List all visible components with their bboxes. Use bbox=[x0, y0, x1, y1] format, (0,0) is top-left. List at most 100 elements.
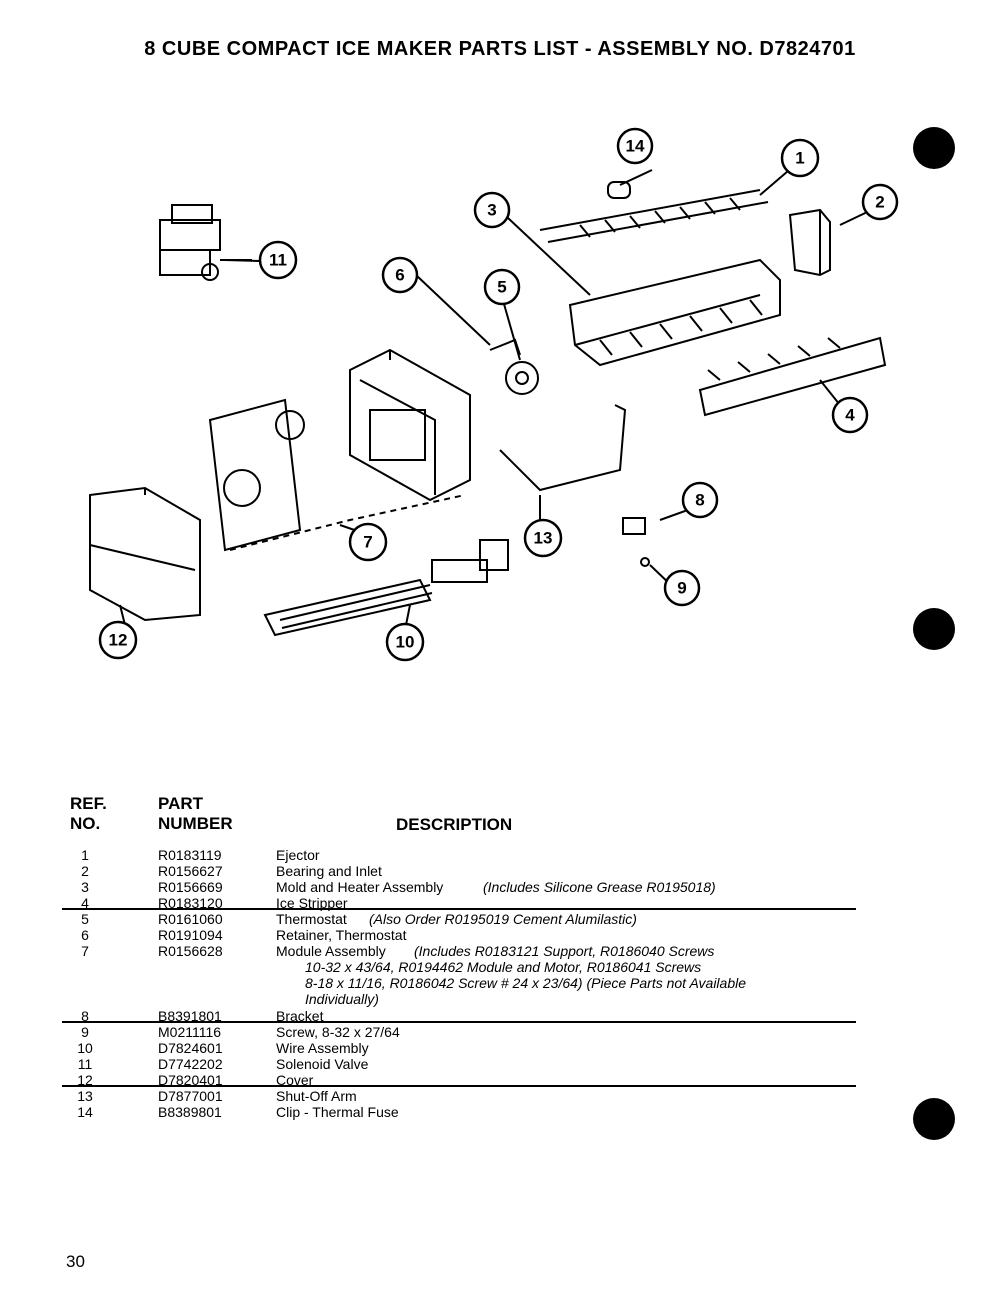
divider-rule bbox=[62, 1021, 856, 1023]
ref-cell: 3 bbox=[81, 879, 89, 895]
solenoid-valve-drawing bbox=[159, 204, 252, 281]
thermostat-drawing bbox=[505, 361, 539, 395]
part-number-cell: D7820401 bbox=[158, 1072, 223, 1088]
callout-13-label: 13 bbox=[534, 529, 553, 548]
mold-heater-drawing bbox=[568, 258, 781, 367]
callout-14: 14 bbox=[616, 127, 654, 165]
ref-cell: 2 bbox=[81, 863, 89, 879]
part-header-line2: NUMBER bbox=[158, 814, 233, 833]
description-cell: Clip - Thermal Fuse bbox=[276, 1104, 399, 1120]
shut-off-arm-drawing bbox=[499, 404, 627, 492]
description-cell: Thermostat bbox=[276, 911, 347, 927]
description-cell: Mold and Heater Assembly bbox=[276, 879, 444, 895]
description-cell: Shut-Off Arm bbox=[276, 1088, 357, 1104]
callout-7: 7 bbox=[348, 522, 388, 562]
callout-4-label: 4 bbox=[845, 406, 855, 425]
part-number-cell: R0161060 bbox=[158, 911, 223, 927]
callout-9-label: 9 bbox=[677, 579, 686, 598]
part-number-cell: B8391801 bbox=[158, 1008, 222, 1024]
callout-2-label: 2 bbox=[875, 193, 884, 212]
callout-8-label: 8 bbox=[695, 491, 704, 510]
part-number-header: PART NUMBER bbox=[158, 794, 233, 834]
part-number-cell: R0156627 bbox=[158, 863, 223, 879]
ref-cell: 12 bbox=[77, 1072, 93, 1088]
part-number-cell: R0183120 bbox=[158, 895, 223, 911]
callout-13: 13 bbox=[523, 518, 563, 558]
binder-hole-3 bbox=[913, 1098, 955, 1140]
ref-cell: 9 bbox=[81, 1024, 89, 1040]
divider-rule bbox=[62, 1085, 856, 1087]
module-assembly-drawing bbox=[208, 398, 466, 552]
description-cell: Module Assembly bbox=[276, 943, 386, 959]
ref-cell: 1 bbox=[81, 847, 89, 863]
description-cell: Cover bbox=[276, 1072, 314, 1088]
binder-hole-1 bbox=[913, 127, 955, 169]
ref-cell: 11 bbox=[77, 1056, 93, 1072]
description-cell: Solenoid Valve bbox=[276, 1056, 369, 1072]
screw-drawing bbox=[640, 557, 650, 567]
ice-stripper-drawing bbox=[698, 336, 887, 417]
part-number-cell: R0156628 bbox=[158, 943, 223, 959]
description-cell: Screw, 8-32 x 27/64 bbox=[276, 1024, 400, 1040]
module-housing-drawing bbox=[349, 348, 471, 502]
ejector-drawing bbox=[539, 189, 769, 243]
part-number-cell: D7742202 bbox=[158, 1056, 223, 1072]
callout-5-label: 5 bbox=[497, 278, 506, 297]
callout-3-label: 3 bbox=[487, 201, 496, 220]
ref-cell: 14 bbox=[77, 1104, 93, 1120]
ref-cell: 8 bbox=[81, 1008, 89, 1024]
ref-cell: 10 bbox=[77, 1040, 93, 1056]
description-note: (Includes Silicone Grease R0195018) bbox=[483, 879, 716, 895]
page-title: 8 CUBE COMPACT ICE MAKER PARTS LIST - AS… bbox=[144, 38, 856, 60]
description-note: (Includes R0183121 Support, R0186040 Scr… bbox=[414, 943, 715, 959]
module-note-line-2: 10-32 x 43/64, R0194462 Module and Motor… bbox=[305, 959, 702, 975]
cover-drawing bbox=[89, 486, 201, 622]
callout-5: 5 bbox=[483, 268, 521, 306]
exploded-parts-diagram: 1 2 3 4 5 6 7 8 9 10 11 12 13 14 bbox=[89, 127, 899, 662]
callout-9: 9 bbox=[663, 569, 701, 607]
callout-6-label: 6 bbox=[395, 266, 404, 285]
ref-cell: 4 bbox=[81, 895, 89, 911]
part-number-cell: R0183119 bbox=[158, 847, 222, 863]
part-number-cell: D7824601 bbox=[158, 1040, 223, 1056]
part-number-cell: B8389801 bbox=[158, 1104, 222, 1120]
description-cell: Retainer, Thermostat bbox=[276, 927, 407, 943]
ref-header-line1: REF. bbox=[70, 794, 107, 813]
page-number: 30 bbox=[66, 1252, 85, 1271]
bearing-inlet-drawing bbox=[788, 208, 831, 277]
description-note: (Also Order R0195019 Cement Alumilastic) bbox=[369, 911, 637, 927]
description-cell: Bearing and Inlet bbox=[276, 863, 382, 879]
part-header-line1: PART bbox=[158, 794, 204, 813]
callout-10-label: 10 bbox=[396, 633, 415, 652]
part-number-cell: D7877001 bbox=[158, 1088, 223, 1104]
ref-cell: 6 bbox=[81, 927, 89, 943]
part-number-cell: R0191094 bbox=[158, 927, 223, 943]
description-cell: Ejector bbox=[276, 847, 320, 863]
callout-1: 1 bbox=[780, 138, 820, 178]
callout-1-label: 1 bbox=[795, 149, 804, 168]
divider-rule bbox=[62, 908, 856, 910]
part-number-cell: M0211116 bbox=[158, 1024, 222, 1040]
description-cell: Ice Stripper bbox=[276, 895, 348, 911]
callout-7-label: 7 bbox=[363, 533, 372, 552]
callout-12-label: 12 bbox=[109, 631, 128, 650]
description-header: DESCRIPTION bbox=[396, 815, 513, 834]
module-note-line-3: 8-18 x 11/16, R0186042 Screw # 24 x 23/6… bbox=[305, 975, 747, 991]
callout-6: 6 bbox=[381, 256, 419, 294]
callout-10: 10 bbox=[385, 622, 425, 662]
callout-11-label: 11 bbox=[269, 251, 287, 270]
ref-cell: 13 bbox=[77, 1088, 93, 1104]
callout-2: 2 bbox=[861, 183, 899, 221]
description-cell: Wire Assembly bbox=[276, 1040, 369, 1056]
callout-14-label: 14 bbox=[626, 137, 645, 156]
callout-3: 3 bbox=[473, 191, 511, 229]
callout-8: 8 bbox=[681, 481, 719, 519]
ref-header: REF. NO. bbox=[70, 794, 107, 834]
callout-4: 4 bbox=[831, 396, 869, 434]
binder-hole-2 bbox=[913, 608, 955, 650]
wire-assembly-drawing bbox=[263, 539, 509, 637]
bracket-drawing bbox=[622, 517, 646, 535]
thermal-fuse-clip-drawing bbox=[607, 181, 631, 199]
part-number-cell: R0156669 bbox=[158, 879, 223, 895]
callout-12: 12 bbox=[98, 620, 138, 660]
